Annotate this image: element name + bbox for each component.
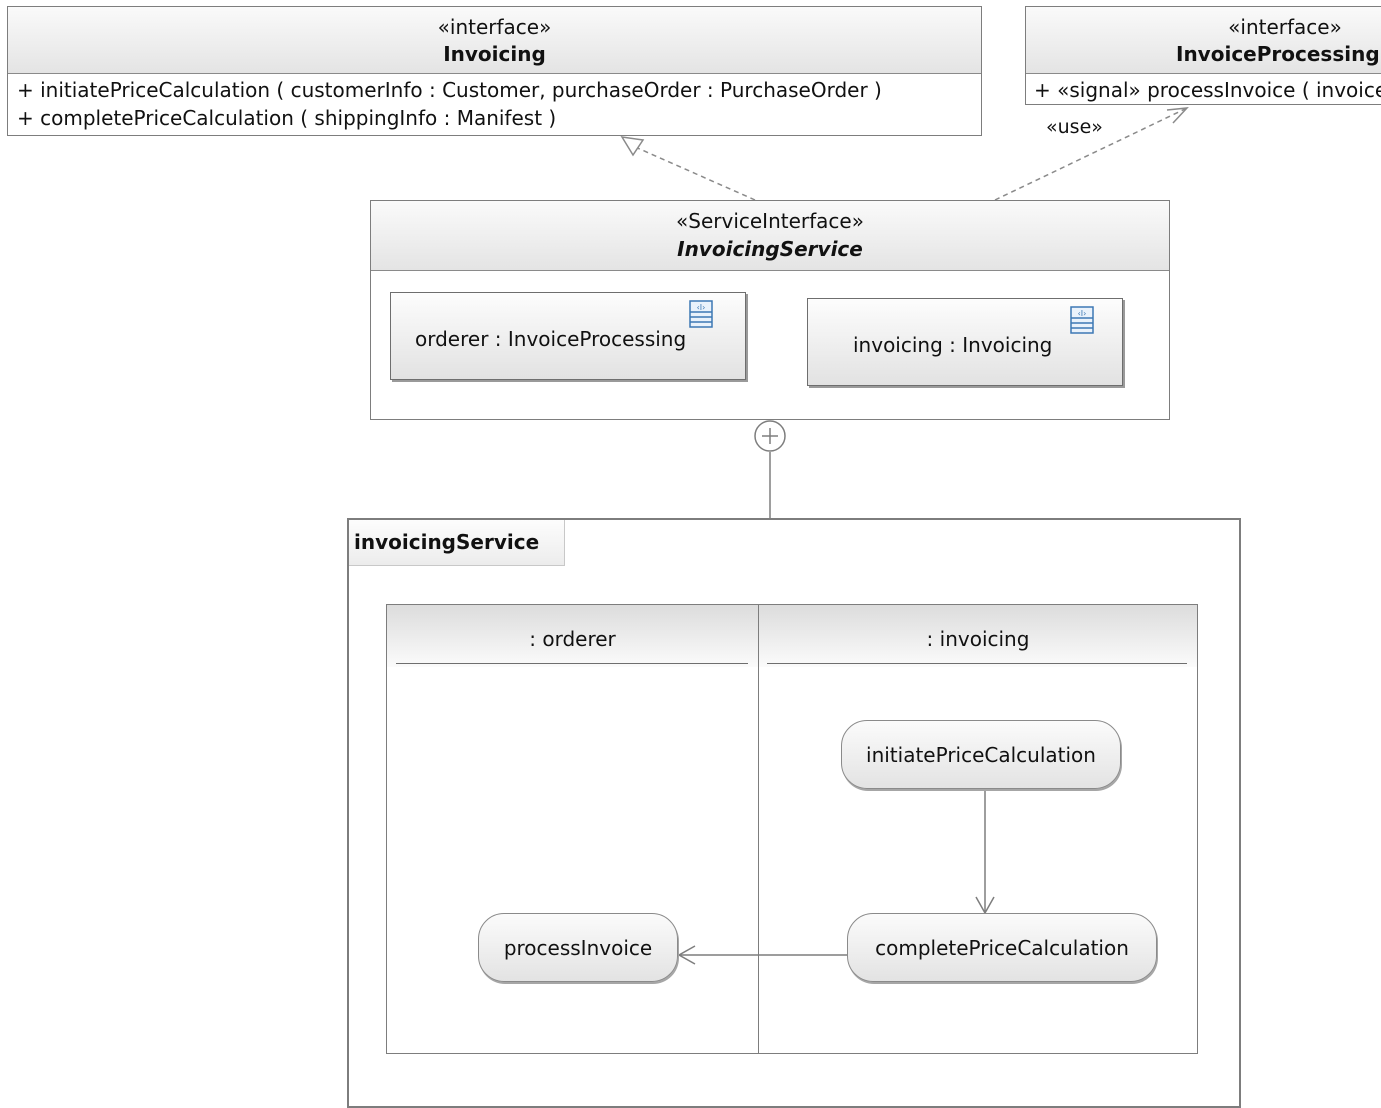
class-header: «ServiceInterface» InvoicingService bbox=[371, 201, 1169, 271]
operation-initiate-price-calculation[interactable]: + initiatePriceCalculation ( customerInf… bbox=[17, 78, 882, 102]
use-dependency-connector[interactable] bbox=[994, 107, 1189, 201]
partition-label: : invoicing bbox=[926, 627, 1030, 651]
class-name: Invoicing bbox=[443, 42, 546, 66]
part-invoicing[interactable]: invoicing : Invoicing ‹I› bbox=[807, 298, 1123, 386]
class-name: InvoiceProcessing bbox=[1176, 42, 1380, 66]
part-label: orderer : InvoiceProcessing bbox=[415, 327, 687, 351]
partition-divider bbox=[767, 663, 1187, 664]
stereotype-label: «interface» bbox=[1228, 15, 1342, 39]
partition-header bbox=[387, 605, 758, 667]
invoice-processing-interface-class[interactable]: «interface» InvoiceProcessing + «signal»… bbox=[1025, 6, 1381, 105]
class-name: InvoicingService bbox=[677, 237, 863, 261]
action-label: initiatePriceCalculation bbox=[866, 742, 1096, 767]
partition-divider bbox=[396, 663, 748, 664]
interface-part-icon: ‹I› bbox=[1070, 306, 1094, 334]
stereotype-label: «interface» bbox=[437, 15, 552, 39]
partition-label: : orderer bbox=[529, 627, 616, 651]
action-initiate-price-calculation[interactable]: initiatePriceCalculation bbox=[841, 720, 1121, 789]
action-complete-price-calculation[interactable]: completePriceCalculation bbox=[847, 913, 1157, 982]
class-header: «interface» Invoicing bbox=[8, 7, 981, 74]
activity-name: invoicingService bbox=[354, 530, 540, 554]
part-orderer[interactable]: orderer : InvoiceProcessing ‹I› bbox=[390, 292, 746, 380]
control-flow-complete-to-process[interactable] bbox=[677, 945, 847, 965]
svg-text:‹I›: ‹I› bbox=[697, 303, 706, 312]
activity-name-tab: invoicingService bbox=[349, 520, 565, 566]
control-flow-initiate-to-complete[interactable] bbox=[975, 789, 995, 915]
class-header-bg: «interface» InvoiceProcessing bbox=[1026, 7, 1381, 74]
svg-text:‹I›: ‹I› bbox=[1078, 309, 1087, 318]
nesting-connector[interactable] bbox=[754, 420, 786, 518]
action-process-invoice[interactable]: processInvoice bbox=[478, 913, 678, 982]
use-dependency-label: «use» bbox=[1046, 116, 1103, 138]
operation-process-invoice[interactable]: + «signal» processInvoice ( invoice : In… bbox=[1034, 78, 1381, 102]
operation-complete-price-calculation[interactable]: + completePriceCalculation ( shippingInf… bbox=[17, 106, 557, 130]
action-label: completePriceCalculation bbox=[875, 935, 1129, 960]
interface-part-icon: ‹I› bbox=[689, 300, 713, 328]
partition-header bbox=[759, 605, 1197, 667]
invoicing-interface-class[interactable]: «interface» Invoicing + initiatePriceCal… bbox=[7, 6, 982, 136]
realization-connector[interactable] bbox=[620, 136, 756, 201]
stereotype-label: «ServiceInterface» bbox=[676, 209, 864, 233]
action-label: processInvoice bbox=[503, 935, 653, 960]
part-label: invoicing : Invoicing bbox=[853, 333, 1053, 357]
